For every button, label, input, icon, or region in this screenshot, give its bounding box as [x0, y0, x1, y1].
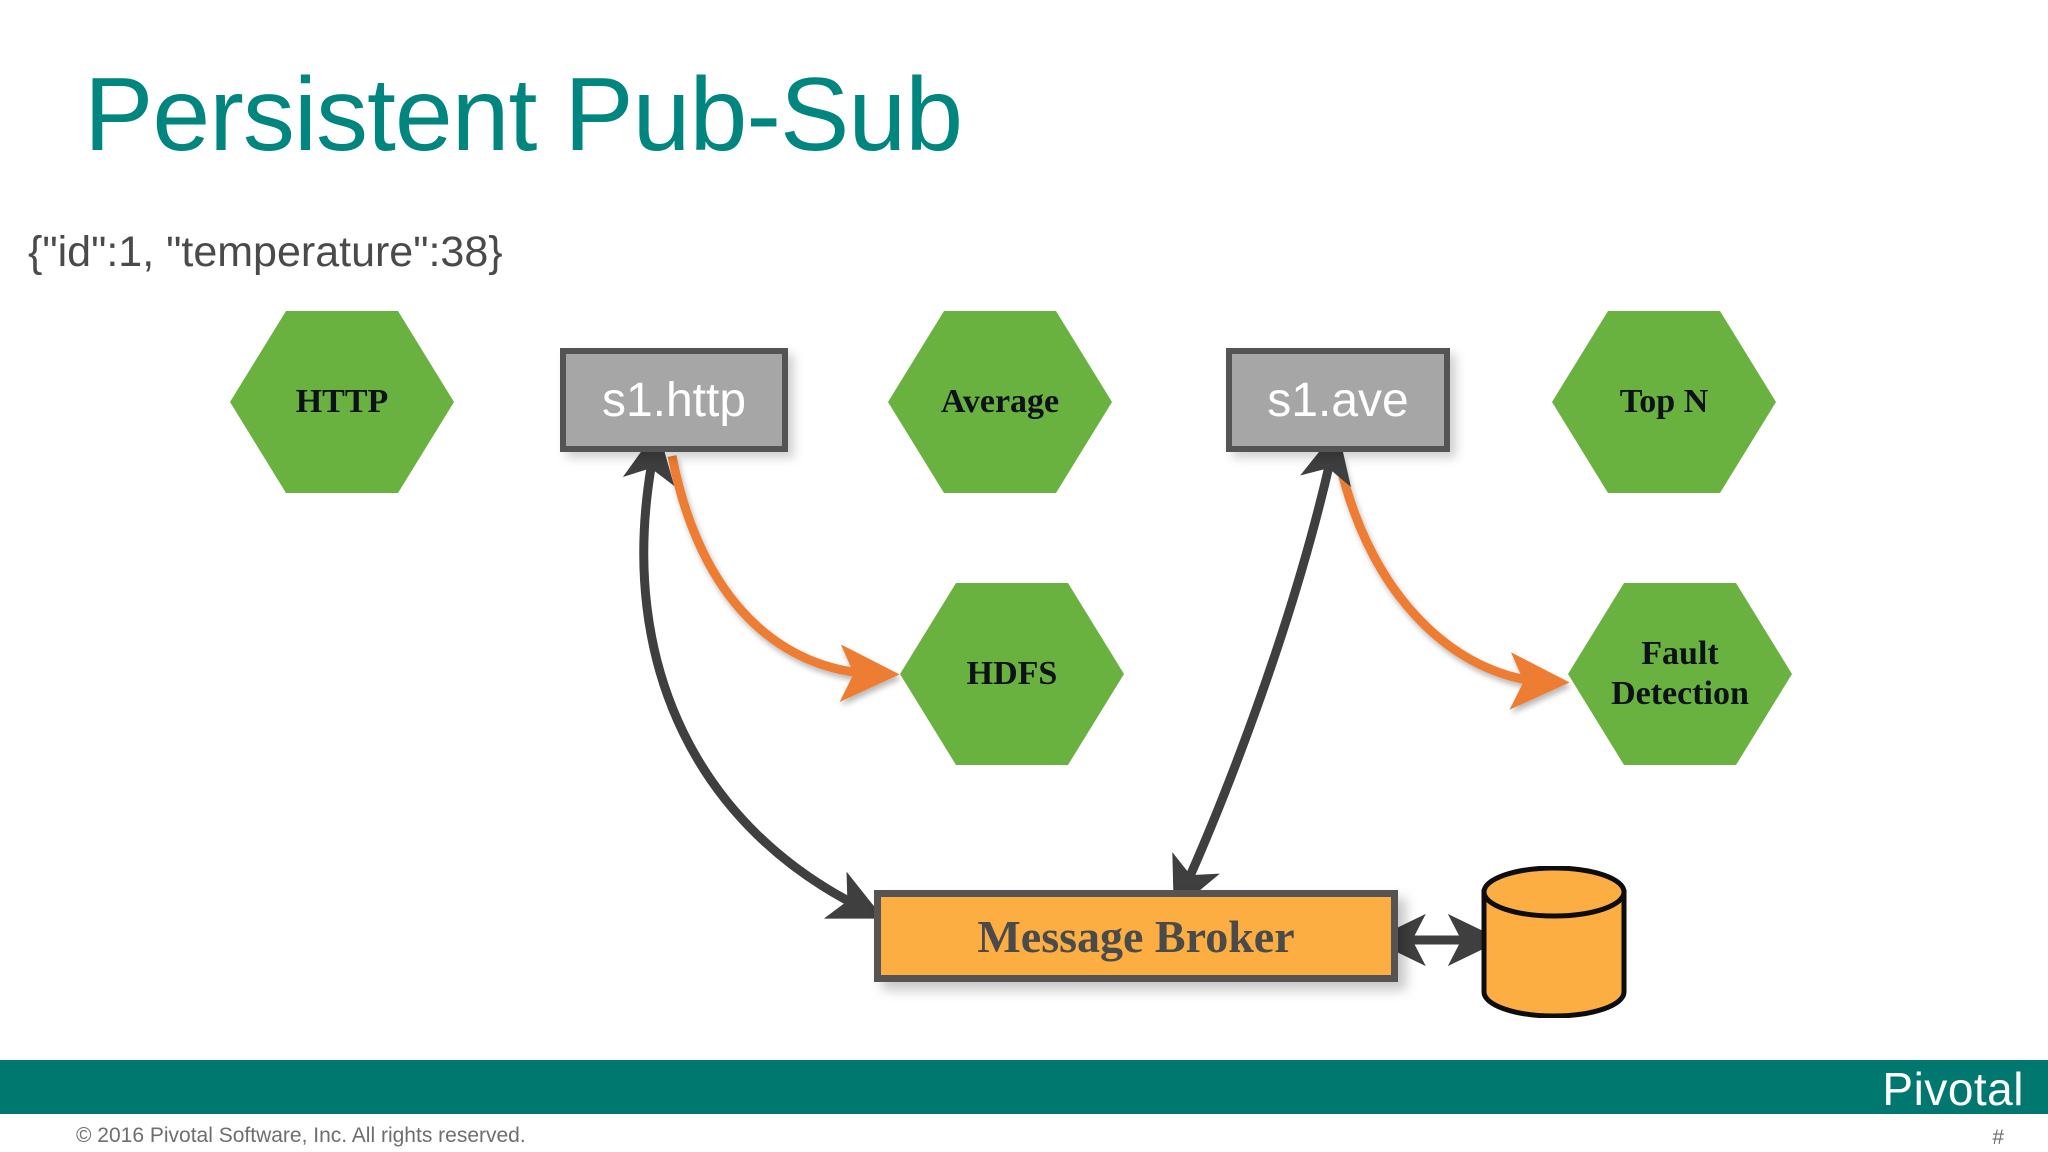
edge-s1ave-broker	[1172, 428, 1351, 913]
cylinder-body	[1481, 889, 1627, 1018]
node-hdfs-label: HDFS	[966, 654, 1058, 692]
node-message-broker[interactable]: Message Broker	[874, 890, 1398, 982]
node-fault-detection-label: Fault Detection	[1611, 634, 1749, 712]
footer-bar: Pivotal	[0, 1060, 2048, 1115]
node-topn[interactable]: Top N	[1552, 311, 1776, 493]
node-average-label: Average	[940, 382, 1060, 420]
copyright-notice: © 2016 Pivotal Software, Inc. All rights…	[76, 1124, 526, 1147]
page-title: Persistent Pub-Sub	[84, 57, 963, 173]
node-s1http[interactable]: s1.http	[560, 348, 788, 452]
pipeline-diagram: HTTP Average Top N HDFS Fault Detection …	[0, 270, 2048, 1030]
node-message-broker-label: Message Broker	[977, 910, 1295, 962]
node-topn-label: Top N	[1619, 382, 1709, 420]
node-datastore[interactable]	[1478, 866, 1630, 1018]
edge-s1http-to-hdfs	[667, 455, 900, 702]
node-fault-detection[interactable]: Fault Detection	[1568, 583, 1792, 765]
node-s1http-label: s1.http	[601, 373, 747, 427]
connector-layer	[452, 373, 1574, 967]
edge-s1ave-to-fault	[1333, 455, 1570, 710]
node-http-label: HTTP	[295, 382, 389, 420]
node-s1ave[interactable]: s1.ave	[1226, 348, 1450, 452]
pivotal-logo: Pivotal	[1882, 1063, 2024, 1115]
node-http[interactable]: HTTP	[230, 311, 454, 493]
cylinder-top	[1481, 866, 1627, 919]
edge-s1http-broker	[622, 428, 884, 919]
page-number: #	[1992, 1126, 2004, 1149]
sample-payload-text: {"id":1, "temperature":38}	[28, 228, 503, 276]
node-s1ave-label: s1.ave	[1267, 373, 1409, 427]
